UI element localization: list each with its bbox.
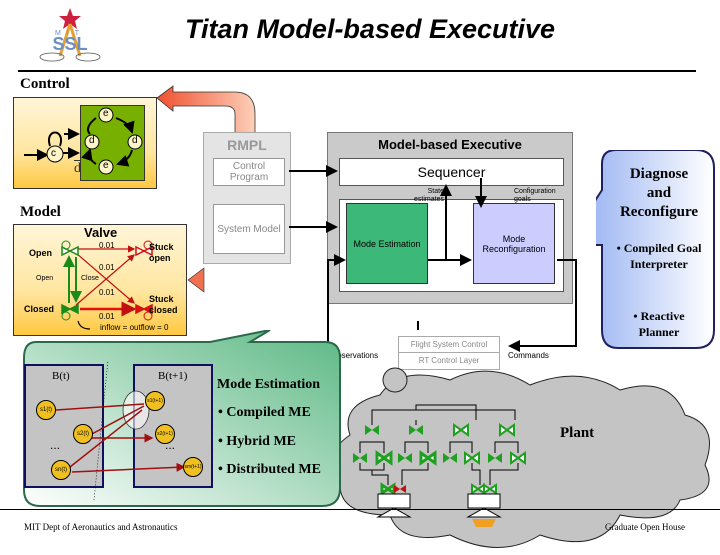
state-e-top: e: [103, 108, 109, 119]
mode-reconfiguration-box: Mode Reconfiguration: [473, 203, 555, 284]
valve-command-open: Open: [36, 275, 54, 282]
diagnose-title-line-2: and: [646, 185, 672, 201]
footer-right: Graduate Open House: [605, 522, 685, 532]
diagnose-bullet-1: • Compiled Goal Interpreter: [616, 241, 702, 271]
state-d-right: d: [132, 135, 138, 146]
state-s1-t: s1(t): [36, 400, 56, 420]
model-label: Model: [20, 204, 61, 220]
valve-command-close: Close: [81, 275, 99, 282]
configuration-goals-label: Configuration goals: [514, 188, 556, 203]
ssl-logo-star-icon: MIT SSL: [39, 8, 101, 62]
diagnose-bullet-2: • Reactive Planner: [633, 309, 685, 339]
state-c: c: [51, 148, 56, 159]
valve-transition-graph: [61, 240, 153, 330]
rt-control-layer-box: RT Control Layer: [398, 352, 500, 370]
state-estimates-label: State estimates: [414, 188, 444, 203]
commands-label: Commands: [508, 351, 549, 360]
diagnose-title-line-1: Diagnose: [629, 166, 689, 182]
control-label: Control: [20, 76, 70, 92]
valve-model-panel: Valve Open Closed Stuck open Stuck close…: [13, 224, 187, 336]
title-rule: [18, 70, 696, 72]
svg-text:SSL: SSL: [52, 34, 87, 54]
mode-estimation-bullet-3: • Distributed ME: [218, 462, 321, 477]
valve-state-closed: Closed: [24, 304, 55, 314]
control-program-arrow: [156, 85, 256, 134]
observations-label: Observations: [331, 351, 379, 360]
flight-system-control-box: Flight System Control: [398, 336, 500, 353]
mode-estimation-box: Mode Estimation: [346, 203, 428, 284]
ellipsis-right: ...: [165, 438, 176, 452]
belief-left-label: B(t): [52, 370, 70, 382]
rmpl-panel: RMPL Control Program System Model: [203, 132, 291, 264]
negation-d: d: [74, 161, 81, 176]
footer-rule: [0, 509, 720, 510]
executive-title: Model-based Executive: [378, 137, 522, 152]
valve-title: Valve: [84, 225, 118, 240]
prob-open-stuckopen: 0.01: [99, 241, 115, 250]
ssl-logo: MIT SSL: [20, 4, 120, 64]
valve-state-open: Open: [29, 248, 53, 258]
control-graph: [24, 107, 143, 175]
ellipsis-left: ...: [50, 438, 61, 452]
system-model-box: System Model: [213, 204, 285, 254]
mode-estimation-bullet-1: • Compiled ME: [218, 405, 311, 420]
diagnose-title-line-3: Reconfigure: [619, 204, 699, 220]
mode-estimation-title: Mode Estimation: [217, 377, 321, 392]
state-d-left: d: [89, 135, 95, 146]
svg-text:MIT: MIT: [55, 30, 85, 37]
prob-open-stuckclosed: 0.01: [99, 263, 115, 272]
state-s2-t: s2(t): [73, 424, 93, 444]
prob-closed-stuckclosed: 0.01: [99, 312, 115, 321]
state-s2-t1: s2(t+1): [155, 424, 175, 444]
page-title: Titan Model-based Executive: [184, 14, 556, 44]
rmpl-title: RMPL: [227, 137, 267, 153]
mode-estimation-bullet-2: • Hybrid ME: [218, 434, 297, 449]
belief-right-label: B(t+1): [158, 370, 188, 382]
propulsion-network: [359, 404, 519, 485]
state-sn-t: sn(t): [51, 460, 71, 480]
valve-icons: [353, 423, 526, 496]
valve-state-stuck-open: Stuck open: [149, 242, 174, 263]
footer-left: MIT Dept of Aeronautics and Astronautics: [24, 522, 178, 532]
executive-panel: Model-based Executive Sequencer Mode Est…: [327, 132, 573, 304]
thruster-icons: [376, 493, 502, 527]
system-model-arrow: [187, 267, 205, 293]
valve-constraint: inflow = outflow = 0: [100, 323, 169, 332]
diagnose-title: Diagnose and Reconfigure: [604, 165, 714, 222]
belief-transitions: [55, 360, 186, 500]
control-program-box: Control Program: [213, 158, 285, 186]
executive-connectors: [289, 165, 577, 360]
plant-label: Plant: [560, 425, 595, 441]
prob-closed-stuckopen: 0.01: [99, 288, 115, 297]
sequencer-box: Sequencer: [339, 158, 564, 186]
valve-state-stuck-closed: Stuck closed: [149, 294, 178, 315]
state-sm-t1: sm(t+1): [183, 457, 203, 477]
state-s1-t1: s1(t+1): [145, 391, 165, 411]
plant-cloud: [331, 367, 710, 548]
diagnose-callout-shape: [596, 150, 715, 349]
control-panel: c e d d e d: [13, 97, 157, 189]
state-e-bottom: e: [103, 160, 109, 171]
